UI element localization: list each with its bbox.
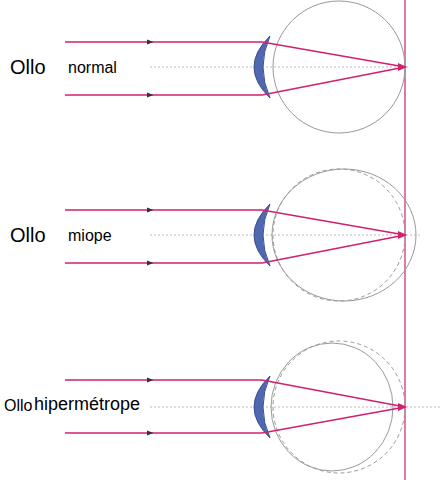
myopic-eye: [65, 169, 420, 301]
eye-label: normal: [68, 60, 117, 76]
eye-label: Ollo: [4, 398, 32, 414]
eye-label: Ollo: [10, 57, 46, 77]
eye-label: hipermétrope: [34, 395, 140, 413]
eye-label: Ollo: [10, 225, 46, 245]
normal-eye: [65, 1, 410, 133]
eye-label: miope: [68, 228, 112, 244]
